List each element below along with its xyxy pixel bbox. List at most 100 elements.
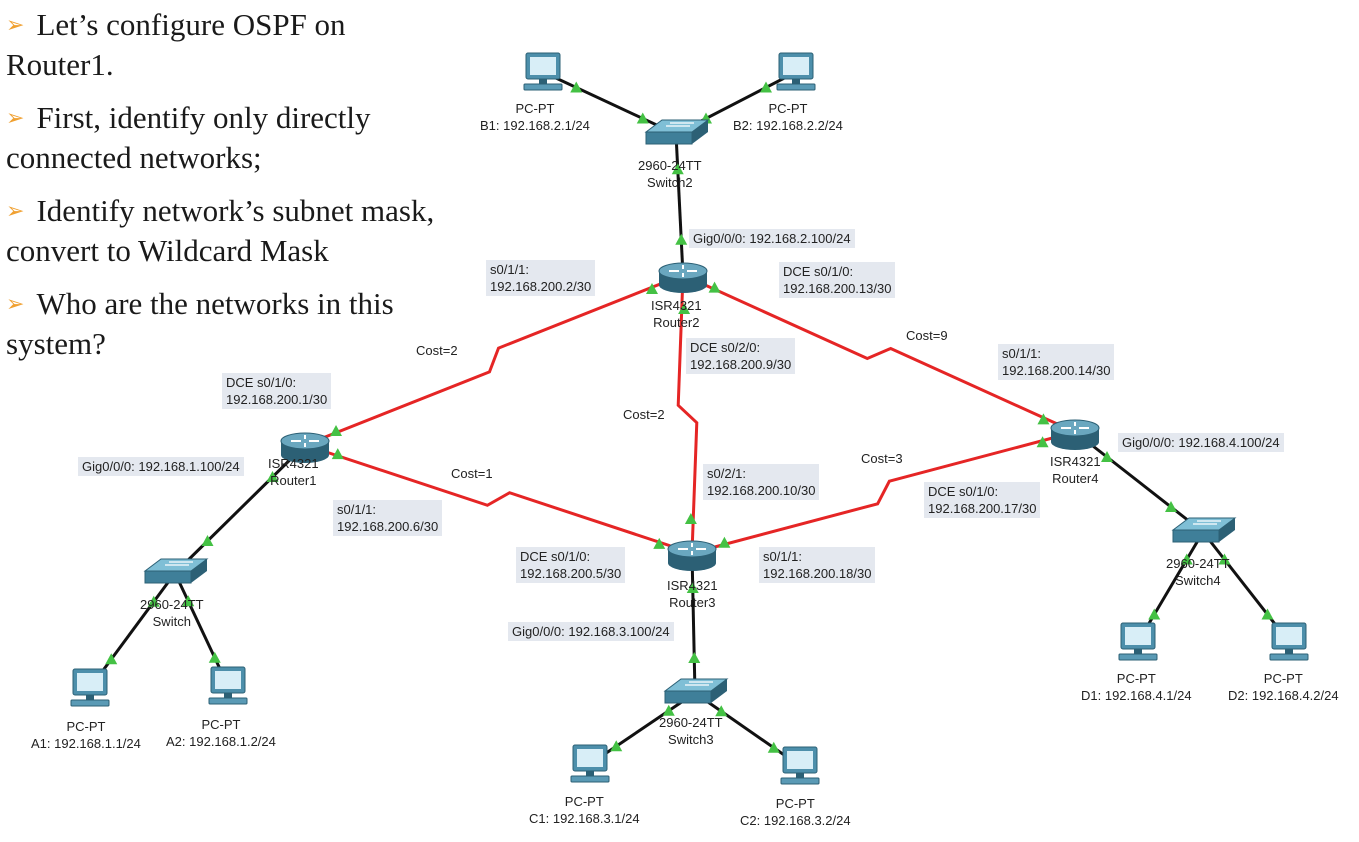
- link-up-indicator: [1037, 413, 1050, 425]
- link-up-indicator: [1148, 608, 1161, 620]
- link-up-indicator: [1218, 553, 1231, 565]
- serial-link-r2-r3: [676, 274, 699, 554]
- pc-icon: [1118, 622, 1158, 661]
- link-up-indicator: [330, 425, 343, 437]
- r2-s010-label: DCE s0/1/0:192.168.200.13/30: [779, 262, 896, 298]
- ethernet-link-r3-switch3: [690, 552, 697, 694]
- serial-link-r2-r4: [682, 273, 1076, 434]
- switch-icon: [663, 678, 729, 704]
- bullet-item: ➢Identify network’s subnet mask, convert…: [6, 193, 435, 268]
- bullet-list: ➢Let’s configure OSPF on Router1. ➢First…: [6, 6, 506, 378]
- link-up-indicator: [570, 81, 583, 93]
- serial-link-r3-r4: [691, 430, 1076, 555]
- cost-r1-r3: Cost=1: [451, 466, 493, 481]
- link-up-indicator: [684, 513, 697, 525]
- bullet-item: ➢Who are the networks in this system?: [6, 286, 394, 361]
- link-up-indicator: [610, 740, 623, 752]
- link-up-indicator: [1165, 501, 1177, 512]
- link-up-indicator: [653, 537, 666, 549]
- router-icon: [667, 540, 717, 571]
- pc-icon: [776, 52, 816, 91]
- link-up-indicator: [1180, 553, 1193, 565]
- cost-r2-r4: Cost=9: [906, 328, 948, 343]
- r1-gig-label: Gig0/0/0: 192.168.1.100/24: [78, 457, 244, 476]
- pc-icon: [70, 668, 110, 707]
- r3-s011-label: s0/1/1:192.168.200.18/30: [759, 547, 876, 583]
- pc-icon: [570, 744, 610, 783]
- link-up-indicator: [147, 595, 160, 607]
- pc-icon: [208, 666, 248, 705]
- r4-gig-label: Gig0/0/0: 192.168.4.100/24: [1118, 433, 1284, 452]
- link-up-indicator: [678, 302, 691, 314]
- switch-icon: [644, 119, 710, 145]
- arrow-bullet-icon: ➢: [6, 291, 25, 316]
- r3-s010-label: DCE s0/1/0:192.168.200.5/30: [516, 547, 626, 583]
- link-up-indicator: [671, 163, 684, 175]
- ethernet-link-r1-switch1: [173, 443, 307, 575]
- pc-icon: [780, 746, 820, 785]
- link-up-indicator: [1036, 436, 1049, 448]
- link-up-indicator: [645, 282, 658, 294]
- switch-icon: [1171, 517, 1237, 543]
- link-up-indicator: [636, 112, 649, 124]
- pc-icon: [523, 52, 563, 91]
- cost-r1-r2: Cost=2: [416, 343, 458, 358]
- router-icon: [280, 432, 330, 463]
- r4-s010-label: DCE s0/1/0:192.168.200.17/30: [924, 482, 1041, 518]
- link-up-indicator: [662, 704, 675, 716]
- r3-gig-label: Gig0/0/0: 192.168.3.100/24: [508, 622, 674, 641]
- r1-s010-label: DCE s0/1/0:192.168.200.1/30: [222, 373, 332, 409]
- serial-link-r1-r2: [304, 273, 684, 447]
- ethernet-link-switch2-b1: [542, 70, 677, 136]
- link-up-indicator: [718, 536, 731, 548]
- router-icon: [1050, 419, 1100, 450]
- arrow-bullet-icon: ➢: [6, 12, 25, 37]
- link-up-indicator: [767, 741, 780, 753]
- r1-s011-label: s0/1/1:192.168.200.6/30: [333, 500, 443, 536]
- ethernet-link-r4-switch4: [1074, 430, 1204, 534]
- cost-r2-r3: Cost=2: [623, 407, 665, 422]
- link-up-indicator: [208, 651, 221, 663]
- link-up-indicator: [201, 535, 214, 546]
- serial-link-r1-r3: [304, 443, 693, 555]
- r2-s011-label: s0/1/1:192.168.200.2/30: [486, 260, 596, 296]
- r4-s011-label: s0/1/1:192.168.200.14/30: [998, 344, 1115, 380]
- router-icon: [658, 262, 708, 293]
- link-up-indicator: [331, 448, 344, 460]
- link-up-indicator: [708, 281, 721, 293]
- link-up-indicator: [688, 652, 701, 663]
- devices: [70, 52, 1309, 785]
- arrow-bullet-icon: ➢: [6, 105, 25, 130]
- link-up-indicator: [1101, 451, 1113, 462]
- link-up-indicator: [686, 582, 699, 593]
- switch-icon: [143, 558, 209, 584]
- bullet-item: ➢Let’s configure OSPF on Router1.: [6, 7, 346, 82]
- link-up-indicator: [760, 81, 772, 93]
- link-up-indicator: [266, 471, 279, 482]
- link-up-indicator: [182, 595, 195, 607]
- link-up-indicator: [715, 705, 728, 717]
- r2-gig-label: Gig0/0/0: 192.168.2.100/24: [689, 229, 855, 248]
- arrow-bullet-icon: ➢: [6, 198, 25, 223]
- link-up-indicator: [1261, 608, 1274, 620]
- r2-s020-label: DCE s0/2/0:192.168.200.9/30: [686, 338, 796, 374]
- link-up-indicator: [675, 233, 688, 245]
- ethernet-link-r2-switch2: [674, 133, 685, 276]
